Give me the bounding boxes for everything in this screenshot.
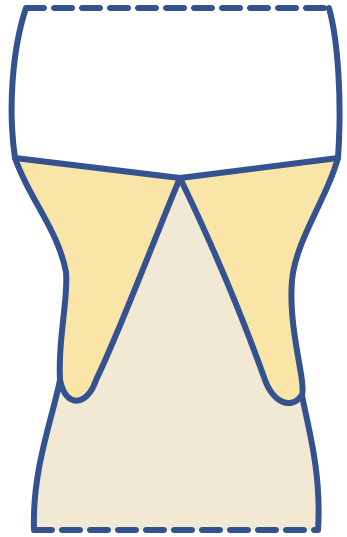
upper-region — [12, 8, 340, 178]
